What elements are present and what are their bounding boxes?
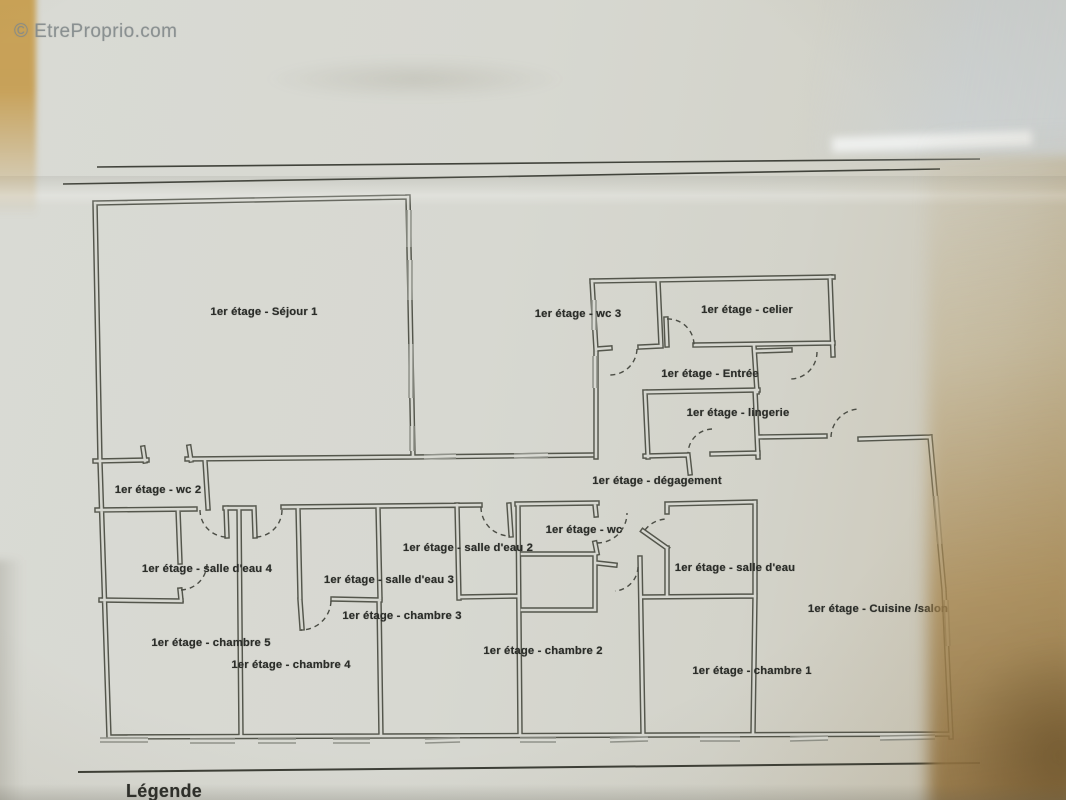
- sheet-rule-lines: [62, 158, 981, 773]
- walls: [92, 194, 954, 740]
- windows: [100, 210, 951, 744]
- watermark: © EtreProprio.com: [14, 21, 178, 42]
- door-arcs: [180, 318, 861, 631]
- legend-title: Légende: [126, 781, 203, 800]
